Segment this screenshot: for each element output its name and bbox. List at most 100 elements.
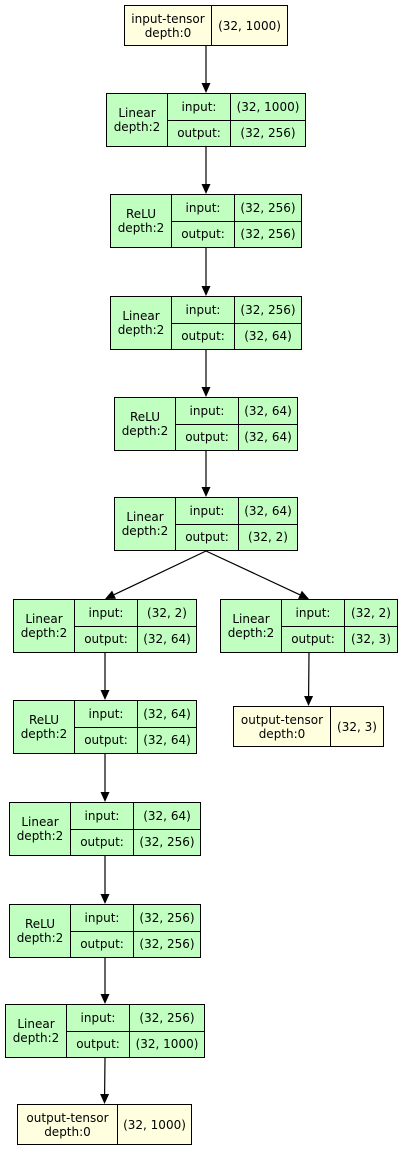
- output-label: output:: [75, 726, 137, 754]
- node-name: Linear: [232, 612, 270, 626]
- node-depth: depth:2: [21, 727, 68, 741]
- io-label-column: input:output:: [71, 803, 134, 855]
- arrowhead: [100, 1093, 110, 1104]
- depth-value: 2: [160, 424, 169, 438]
- output-shape: (32, 256): [235, 220, 301, 248]
- input-shape: (32, 64): [143, 706, 191, 721]
- io-label-column: input: output:: [71, 905, 134, 957]
- io-value-column: (32, 256)(32, 256): [235, 195, 301, 247]
- input-shape: (32, 256): [139, 910, 195, 925]
- io-value-column: (32, 64)(32, 64): [239, 398, 297, 450]
- io-value-column: (32, 64) (32, 64): [138, 701, 196, 753]
- output-shape: (32, 1000): [130, 1030, 204, 1058]
- input-shape: (32, 2): [351, 605, 391, 620]
- depth-label: depth:: [121, 424, 161, 438]
- input-shape: (32, 2): [147, 605, 187, 620]
- input-label: input:: [189, 503, 225, 518]
- depth-label: depth:: [117, 323, 157, 337]
- output-label: output:: [282, 625, 344, 653]
- io-value-column: (32, 1000) (32, 256): [231, 94, 305, 146]
- output-shape: (32, 2): [239, 523, 297, 551]
- depth-value: 2: [160, 524, 169, 538]
- io-label-column: input:output:: [282, 600, 345, 652]
- edge-line: [113, 550, 207, 596]
- arrowhead: [201, 286, 211, 296]
- input-shape: (32, 1000): [236, 99, 300, 114]
- node-depth: depth:0: [259, 727, 306, 741]
- input-shape: (32, 64): [244, 503, 292, 518]
- node-name: Linear: [25, 612, 63, 626]
- output-label: output:: [75, 625, 137, 653]
- node-name: output-tensor: [240, 712, 324, 727]
- node-depth: depth:2: [122, 424, 169, 438]
- depth-value: 2: [156, 323, 165, 337]
- output-shape: (32, 256): [231, 119, 305, 147]
- input-label: input:: [84, 808, 120, 823]
- output-label: output:: [168, 119, 230, 147]
- output-shape: (32, 256): [134, 930, 200, 958]
- depth-label: depth:: [258, 726, 298, 741]
- output-label: output:: [176, 423, 238, 451]
- depth-label: depth:: [16, 829, 56, 843]
- io-label-column: input:output:: [67, 1005, 130, 1057]
- depth-value: 2: [59, 727, 68, 741]
- depth-value: 2: [51, 1031, 60, 1045]
- node-depth: depth:2: [118, 323, 165, 337]
- depth-label: depth:: [117, 221, 157, 235]
- output-shape: (32, 64): [239, 423, 297, 451]
- node-depth: depth:2: [122, 524, 169, 538]
- output-shape: (32, 64): [138, 625, 196, 653]
- tensor-shape: (32, 1000): [123, 1117, 186, 1132]
- input-label: input:: [181, 99, 217, 114]
- node-depth: depth:0: [44, 1125, 91, 1139]
- node-depth: depth:2: [17, 829, 64, 843]
- node-name: Linear: [17, 1017, 55, 1031]
- arrowhead: [105, 590, 116, 599]
- arrowhead: [201, 387, 211, 397]
- node-name: input-tensor: [131, 11, 205, 26]
- node-depth: depth:0: [145, 26, 192, 40]
- node-depth: depth:2: [17, 931, 64, 945]
- arrowhead: [100, 894, 110, 904]
- depth-value: 2: [59, 626, 68, 640]
- output-label: output:: [71, 930, 133, 958]
- node-name: Linear: [118, 106, 156, 120]
- output-shape: (32, 3): [345, 625, 397, 653]
- output-shape: (32, 256): [134, 828, 200, 856]
- output-shape: (32, 64): [138, 726, 196, 754]
- input-label: input:: [185, 302, 221, 317]
- input-label: input:: [189, 403, 225, 418]
- arrowhead: [100, 792, 110, 802]
- arrowhead: [201, 487, 211, 497]
- output-label: output:: [176, 523, 238, 551]
- depth-value: 0: [183, 25, 192, 40]
- io-label-column: input:output:: [75, 701, 138, 753]
- input-shape: (32, 256): [240, 302, 296, 317]
- arrowhead: [201, 184, 211, 194]
- io-label-column: input:output:: [75, 600, 138, 652]
- tensor-shape: (32, 3): [337, 719, 377, 734]
- input-label: input:: [84, 910, 120, 925]
- depth-value: 2: [152, 120, 161, 134]
- depth-value: 2: [156, 221, 165, 235]
- node-depth: depth:2: [228, 626, 275, 640]
- node-name: ReLU: [28, 713, 60, 727]
